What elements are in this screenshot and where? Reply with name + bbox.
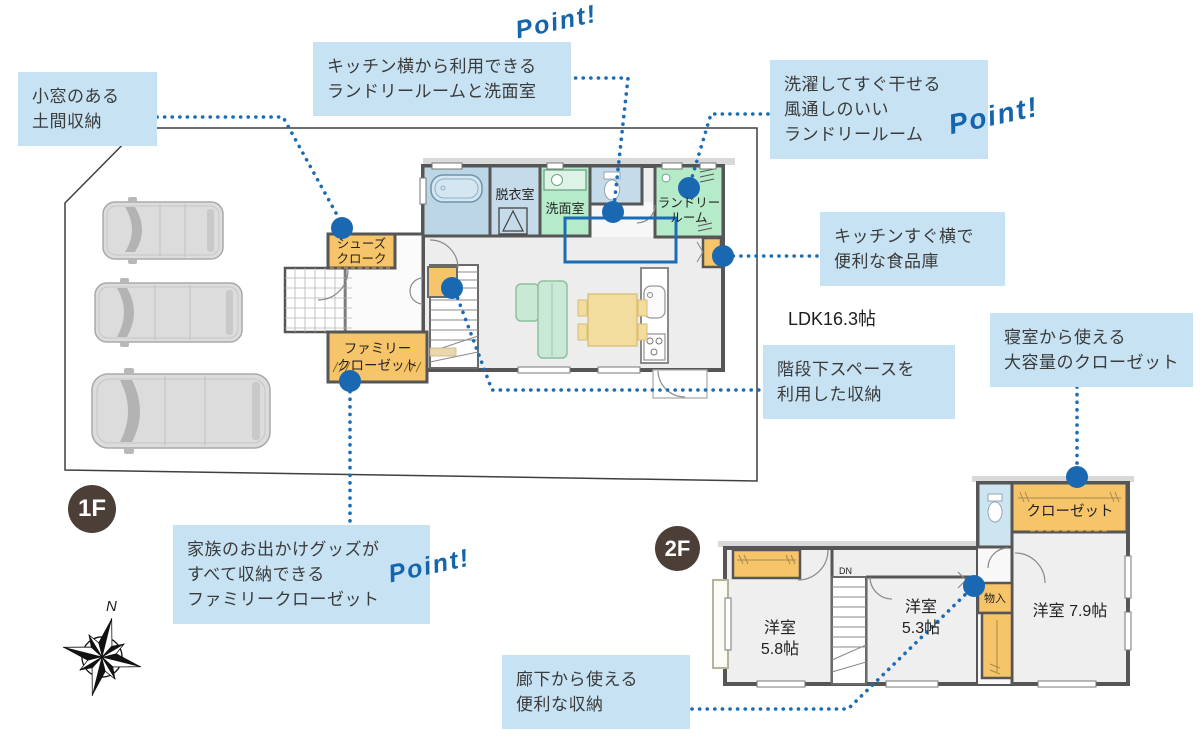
porch: [652, 369, 708, 399]
eave-line: [972, 476, 1134, 482]
toilet-bowl: [604, 179, 620, 201]
connector-dot: [963, 575, 985, 597]
compass-north-label: N: [106, 598, 117, 615]
label-bedroom-58: 洋室 5.8帖: [760, 620, 800, 658]
label-bedroom-79: 洋室 7.9帖: [1032, 603, 1108, 620]
car-icon: [91, 368, 271, 454]
toilet-tank: [603, 171, 621, 180]
callout-kitchen-laundry: キッチン横から利用できる ランドリールームと洗面室: [313, 42, 571, 116]
label-laundry-room: ランドリー ルーム: [657, 196, 721, 225]
closet-pipe-marks: [737, 491, 1121, 675]
dining-chair: [577, 299, 588, 317]
closet-hatch-marks: [332, 361, 422, 373]
toilet-tank-2f: [987, 493, 1003, 502]
callout-connectors: [155, 76, 1079, 711]
drain: [440, 185, 446, 191]
sofa-chaise: [515, 283, 540, 322]
stove-burner: [650, 348, 658, 356]
callout-airy-laundry: 洗濯してすぐ干せる 風通しのいい ランドリールーム: [770, 60, 988, 159]
room-dressing: [488, 164, 542, 238]
connector-dot: [1066, 466, 1088, 488]
stair-landing: [429, 347, 457, 357]
callout-under-stairs: 階段下スペースを 利用した収納: [763, 345, 955, 419]
stove-burner: [646, 337, 654, 345]
ldk-size-label: LDK16.3帖: [788, 309, 877, 329]
label-stairs-dn: DN: [839, 566, 852, 576]
floor-badge-2f: 2F: [655, 526, 700, 571]
room-storage-2f: [976, 581, 1014, 615]
label-washroom: 洗面室: [545, 201, 585, 216]
dining-chair: [577, 323, 588, 341]
connector-dot: [678, 177, 700, 199]
callout-pantry: キッチンすぐ横で 便利な食品庫: [820, 212, 1005, 286]
windows-2f: [724, 555, 1132, 688]
connector-dot: [602, 201, 624, 223]
faucet: [647, 292, 653, 298]
vanity-sink: [551, 174, 563, 186]
genkan-tile-grid: [285, 268, 352, 332]
room-laundry: [653, 164, 725, 239]
dining-chair: [637, 323, 648, 341]
car-icon: [94, 278, 243, 347]
stove: [643, 333, 666, 361]
pantry-door: [696, 241, 704, 263]
laundry-hanger-marks: [697, 168, 715, 232]
dining-table: [587, 293, 638, 347]
connector-dot: [712, 245, 734, 267]
door-arcs-2f: [797, 547, 1046, 600]
label-family-closet: ファミリー クローゼット: [337, 341, 418, 373]
dining-chair: [637, 299, 648, 317]
bathtub-inner: [434, 178, 479, 199]
stair-treads: [429, 271, 479, 363]
car-icon: [102, 197, 224, 264]
label-closet-2f: クローゼット: [1026, 504, 1114, 520]
stair-treads-2f: [831, 586, 867, 673]
connector-dot: [339, 370, 361, 392]
connector-dot: [441, 277, 463, 299]
callout-hallway-storage: 廊下から使える 便利な収納: [502, 655, 690, 729]
washing-machine-icon: [498, 207, 528, 235]
label-bedroom-53: 洋室 5.3帖: [901, 599, 941, 637]
label-dressing-room: 脱衣室: [495, 187, 535, 202]
washing-machine-triangle: [502, 209, 524, 232]
callout-doma-storage: 小窓のある 土間収納: [18, 72, 157, 146]
connector-dot: [331, 217, 353, 239]
closet-bedroom58: [731, 548, 802, 580]
eave-line: [718, 541, 978, 547]
stairs-2f: [831, 576, 867, 685]
bathtub: [430, 174, 483, 203]
compass-icon: [63, 618, 141, 696]
windows-1f: [419, 162, 717, 374]
vanity: [543, 169, 587, 191]
label-storage-2f: 物入: [984, 593, 1006, 605]
stove-burner: [655, 337, 663, 345]
floor-badge-1f: 1F: [68, 485, 116, 533]
callout-bedroom-closet: 寝室から使える 大容量のクローゼット: [990, 313, 1193, 387]
toilet-bowl-2f: [987, 501, 1003, 523]
label-shoes-closet: シューズ クローク: [336, 237, 387, 266]
eave-line: [423, 158, 735, 165]
callout-family-closet: 家族のお出かけグッズが すべて収納できる ファミリークローゼット: [173, 525, 430, 624]
laundry-sink: [661, 173, 671, 183]
